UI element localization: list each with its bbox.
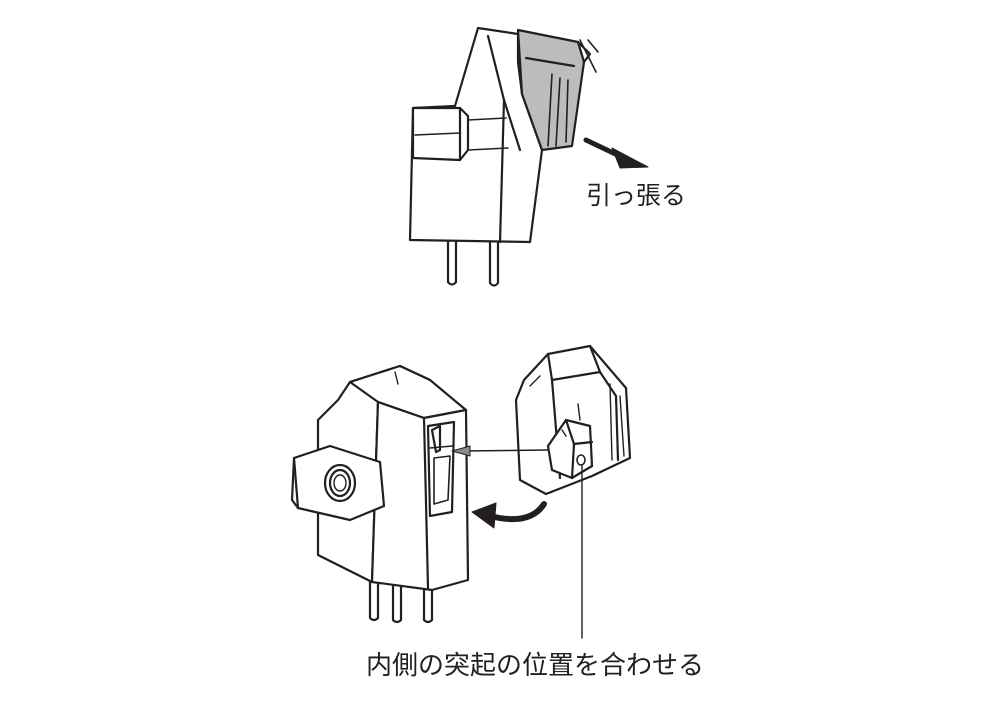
alignment-arrow-icon — [451, 445, 549, 457]
top-cartridge — [408, 26, 544, 287]
pull-arrow-icon — [583, 137, 649, 169]
bottom-cartridge-pins — [368, 573, 434, 624]
curved-insert-arrow-icon — [471, 501, 547, 529]
replacement-stylus — [514, 344, 632, 496]
bottom-cartridge — [290, 364, 470, 624]
top-cartridge-pins — [446, 230, 500, 287]
align-instruction-label: 内側の突起の位置を合わせる — [366, 651, 705, 681]
top-stylus — [516, 28, 599, 152]
pull-instruction-label: 引っ張る — [586, 181, 687, 210]
stylus-housing — [514, 344, 632, 496]
